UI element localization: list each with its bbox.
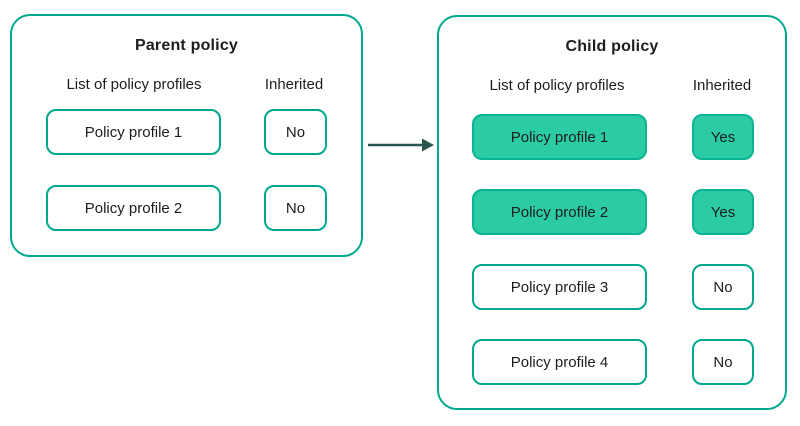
policy-row: Policy profile 1 Yes — [439, 114, 785, 160]
policy-profile-box: Policy profile 4 — [472, 339, 647, 385]
inherited-value-box: No — [692, 264, 754, 310]
policy-row: Policy profile 3 No — [439, 264, 785, 310]
child-policy-title: Child policy — [565, 38, 659, 55]
inherited-value-box: No — [264, 109, 327, 155]
policy-profile-box: Policy profile 3 — [472, 264, 647, 310]
policy-row: Policy profile 1 No — [12, 109, 361, 155]
policy-row: Policy profile 4 No — [439, 339, 785, 385]
profiles-column-header: List of policy profiles — [489, 77, 625, 94]
policy-profile-box: Policy profile 2 — [46, 185, 221, 231]
profiles-column-header: List of policy profiles — [66, 76, 202, 93]
policy-row: Policy profile 2 Yes — [439, 189, 785, 235]
child-policy-panel: Child policy List of policy profiles Inh… — [437, 15, 787, 410]
inherited-value-box: Yes — [692, 189, 754, 235]
parent-policy-panel: Parent policy List of policy profiles In… — [10, 14, 363, 257]
inherited-column-header: Inherited — [692, 77, 752, 94]
inherited-value-box: No — [264, 185, 327, 231]
inherited-value-box: No — [692, 339, 754, 385]
parent-policy-title: Parent policy — [134, 37, 239, 54]
inherited-value-box: Yes — [692, 114, 754, 160]
policy-profile-box: Policy profile 2 — [472, 189, 647, 235]
policy-profile-box: Policy profile 1 — [46, 109, 221, 155]
inherited-column-header: Inherited — [264, 76, 324, 93]
policy-row: Policy profile 2 No — [12, 185, 361, 231]
right-arrow-icon — [368, 138, 434, 152]
policy-profile-box: Policy profile 1 — [472, 114, 647, 160]
